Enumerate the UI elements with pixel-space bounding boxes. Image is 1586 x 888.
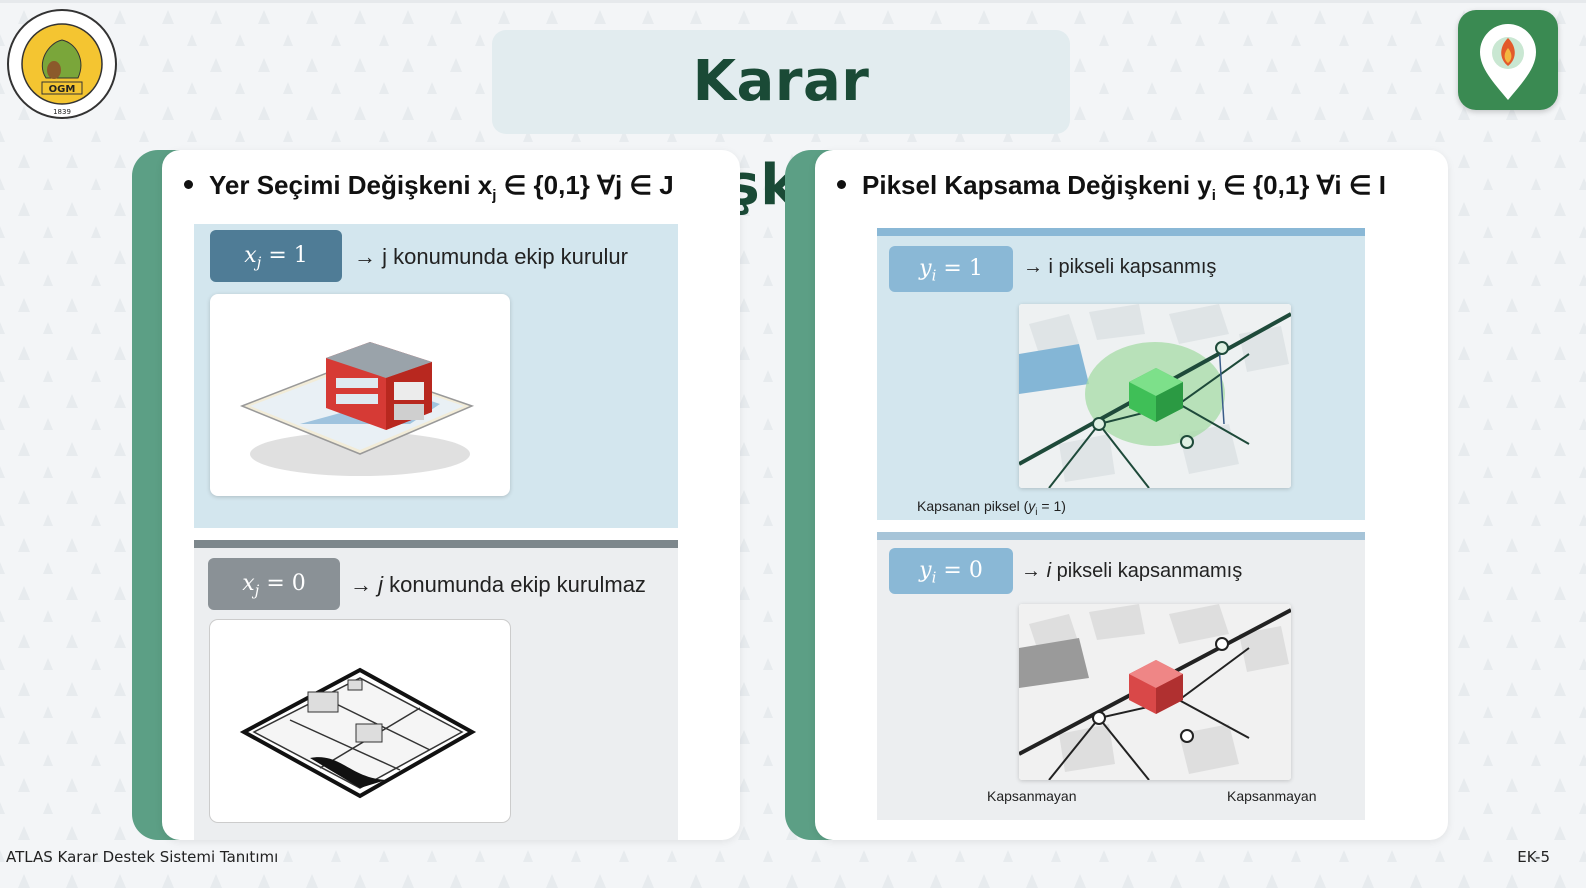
image-card: [1019, 304, 1291, 488]
case-description: → i pikseli kapsanmamış: [1021, 560, 1243, 582]
ogm-logo: OGM 1839: [6, 8, 118, 120]
footer-page-number: EK-5: [1517, 848, 1550, 866]
image-card: [210, 620, 510, 822]
panel-content: Yer Seçimi Değişkeni xj ∈ {0,1} ∀j ∈ J x…: [162, 150, 740, 840]
value-tag: xj = 0: [208, 558, 340, 610]
box-top-line: [877, 228, 1365, 236]
box-top-line: [877, 532, 1365, 540]
case-description: → j konumunda ekip kurulur: [354, 244, 628, 269]
case-box-not-covered: yi = 0 → i pikseli kapsanmamış: [877, 532, 1365, 820]
box-top-line: [194, 540, 678, 548]
app-logo: [1458, 10, 1558, 110]
covered-pixel-callout: Kapsanan piksel (yi = 1): [917, 498, 1066, 518]
value-tag: yi = 0: [889, 548, 1013, 594]
uncovered-callout-left: Kapsanmayan: [987, 788, 1077, 804]
bullet-icon: [184, 179, 193, 189]
svg-text:1839: 1839: [53, 108, 71, 116]
uncovered-pixel-map-icon: [1019, 604, 1291, 780]
top-border: [0, 0, 1586, 3]
empty-map-icon: [239, 667, 477, 799]
panel-heading: Yer Seçimi Değişkeni xj ∈ {0,1} ∀j ∈ J: [184, 170, 674, 204]
footer-presentation-title: ATLAS Karar Destek Sistemi Tanıtımı: [6, 848, 279, 866]
panel-content: Piksel Kapsama Değişkeni yi ∈ {0,1} ∀i ∈…: [815, 150, 1448, 840]
fire-station-building-icon: [239, 342, 475, 476]
title-box: Karar Değişkenleri: [492, 30, 1070, 218]
page-title: Karar Değişkenleri: [580, 49, 982, 218]
value-tag: yi = 1: [889, 246, 1013, 292]
svg-text:OGM: OGM: [49, 84, 76, 95]
panel-heading: Piksel Kapsama Değişkeni yi ∈ {0,1} ∀i ∈…: [837, 170, 1386, 204]
decision-variable-panel-location: Yer Seçimi Değişkeni xj ∈ {0,1} ∀j ∈ J x…: [132, 150, 740, 840]
image-card: [210, 294, 510, 496]
decision-variable-panel-coverage: Piksel Kapsama Değişkeni yi ∈ {0,1} ∀i ∈…: [785, 150, 1448, 840]
image-card: [1019, 604, 1291, 780]
bullet-icon: [837, 179, 846, 189]
case-description: → i pikseli kapsanmış: [1023, 256, 1217, 278]
case-box-not-established: xj = 0 → j konumunda ekip kurulmaz: [194, 540, 678, 840]
location-pin-icon: [1480, 24, 1536, 100]
ogm-emblem-icon: OGM 1839: [7, 9, 117, 119]
case-description: → j konumunda ekip kurulmaz: [350, 572, 646, 597]
case-box-established: xj = 1 → j konumunda ekip kurulur: [194, 224, 678, 528]
value-tag: xj = 1: [210, 230, 342, 282]
case-box-covered: yi = 1 → i pikseli kapsanmış: [877, 228, 1365, 520]
covered-pixel-map-icon: [1019, 304, 1291, 488]
uncovered-callout-right: Kapsanmayan: [1227, 788, 1317, 804]
